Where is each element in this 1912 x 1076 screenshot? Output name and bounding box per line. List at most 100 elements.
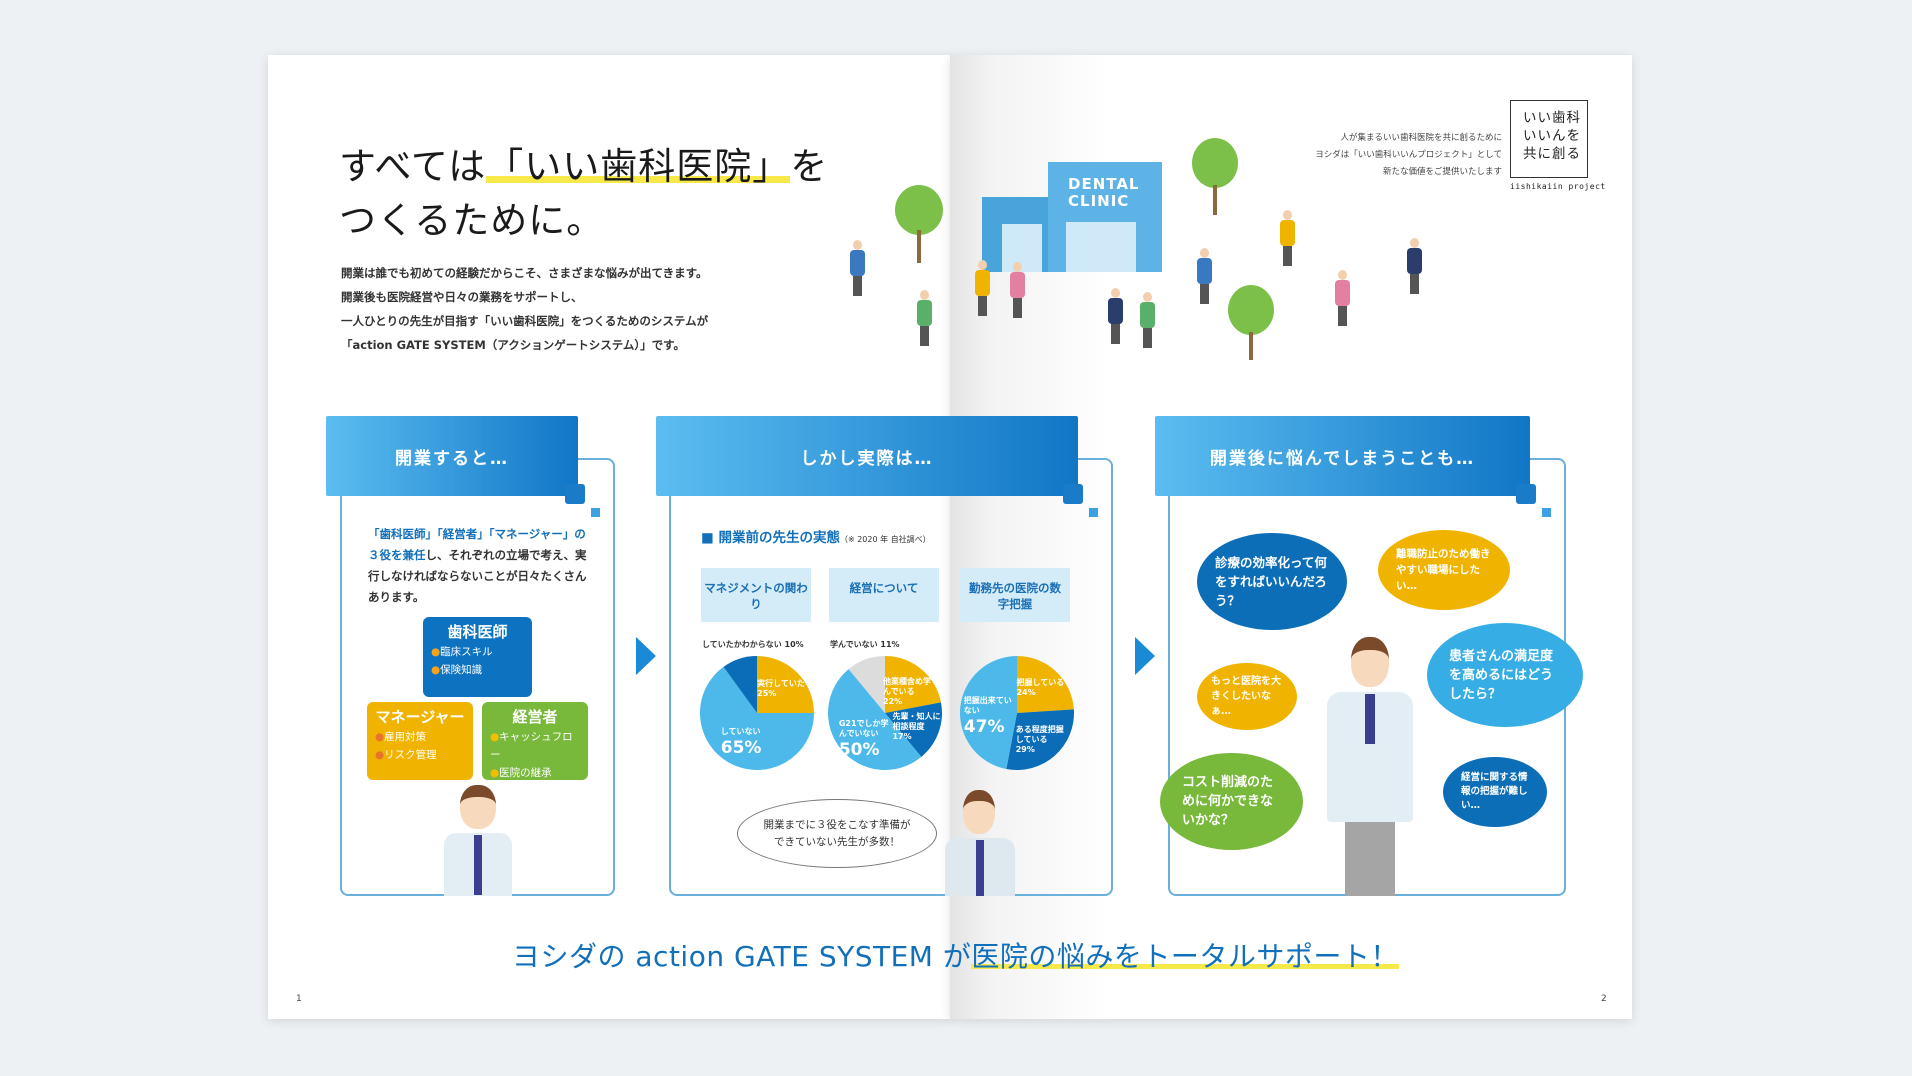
pie-label-value: 25%	[757, 688, 777, 698]
project-line: ヨシダは「いい歯科いいんプロジェクト」として	[1315, 150, 1502, 160]
worry-bubble: 診療の効率化って何をすればいいんだろう？	[1197, 533, 1347, 630]
logo-line: いいんを	[1523, 128, 1581, 144]
intro-line: 「action GATE SYSTEM（アクションゲートシステム）」です。	[341, 338, 685, 352]
pie-slice	[1006, 709, 1074, 770]
role-item: リスク管理	[384, 749, 437, 761]
logo-line: 共に創る	[1523, 146, 1581, 162]
logo-caption: iishikaiin project	[1510, 182, 1606, 191]
pie-slice	[828, 669, 922, 770]
pie-label: 学んでいない 11%	[830, 640, 900, 650]
clinic-sign-line: DENTAL	[1068, 175, 1140, 193]
role-item: 保険知識	[440, 664, 483, 676]
tree-icon	[1228, 285, 1274, 335]
clinic-sign-line: CLINIC	[1068, 192, 1130, 210]
worry-bubble: もっと医院を大きくしたいなぁ…	[1197, 663, 1297, 730]
pie-label-text: 先輩・知人に相談程度	[892, 711, 941, 731]
pie-label-value: 47%	[963, 717, 1005, 738]
pie-label-value: 24%	[1016, 688, 1036, 698]
pie-label-text: G21でしか学んでいない	[838, 718, 889, 738]
page-number: 2	[1601, 994, 1607, 1004]
role-item: キャッシュフロー	[490, 731, 573, 761]
pie-label-text: していない	[720, 726, 761, 736]
pie-slice	[757, 656, 814, 713]
role-item: 臨床スキル	[440, 646, 493, 658]
role-item: 雇用対策	[384, 731, 427, 743]
role-dentist: 歯科医師●臨床スキル●保険知識	[423, 617, 532, 697]
panel1-text: 「歯科医師」「経営者」「マネージャー」の３役を兼任し、それぞれの立場で考え、実行…	[368, 524, 590, 608]
title-text: を	[790, 145, 829, 188]
pie-label: していたかわからない 10%	[702, 640, 804, 650]
role-title: マネージャー	[375, 708, 465, 726]
pie-label-value: 17%	[892, 731, 912, 741]
intro-line: 一人ひとりの先生が目指す「いい歯科医院」をつくるためのシステムが	[341, 314, 709, 328]
role-title: 経営者	[512, 708, 558, 726]
pie-slice	[960, 656, 1017, 769]
role-manager: マネージャー●雇用対策●リスク管理	[367, 702, 473, 780]
tree-trunk	[917, 230, 921, 263]
panel1-text-rest: し、それぞれの立場で考え、実行しなければならないことが日々たくさんあります。	[368, 548, 587, 604]
pie-label-value: 65%	[720, 737, 762, 758]
pie-label-text: 学んでいない	[830, 640, 878, 649]
page-number: 1	[296, 994, 302, 1004]
doctor-illustration	[444, 785, 512, 896]
intro-line: 開業後も医院経営や日々の業務をサポートし、	[341, 290, 583, 304]
tree-icon	[895, 185, 943, 235]
pie-label-text: ある程度把握している	[1015, 724, 1064, 744]
pie-slice	[848, 656, 885, 713]
pie-label-text: 実行していた	[757, 678, 805, 688]
panel2-header: しかし実際は…	[656, 416, 1078, 496]
pie-slice	[885, 702, 942, 757]
project-logo: いい歯科 いいんを 共に創る	[1510, 100, 1588, 178]
title-line2: つくるために。	[339, 199, 605, 242]
worry-bubble: コスト削減のために何かできないかな？	[1160, 753, 1303, 850]
pie-charts	[700, 656, 1074, 770]
chart-label: 経営について	[829, 568, 939, 622]
project-text: 人が集まるいい歯科医院を共に創るために ヨシダは「いい歯科いいんプロジェクト」と…	[1315, 130, 1502, 181]
doctor-illustration	[945, 790, 1015, 896]
project-line: 新たな価値をご提供いたします	[1382, 167, 1502, 177]
speech-bubble: 開業までに３役をこなす準備ができていない先生が多数！	[737, 799, 937, 868]
pie-label-text: 他業種含め学んでいる	[882, 676, 931, 696]
tree-trunk	[1249, 332, 1253, 360]
worry-bubble: 離職防止のため働きやすい職場にしたい…	[1378, 530, 1510, 610]
pie-label-value: 10%	[781, 640, 804, 649]
panel1-text-highlight: 「歯科医師」「経営者」「マネージャー」の３役を兼任	[368, 527, 586, 562]
pie-label-text: 把握している	[1016, 678, 1065, 688]
tree-trunk	[1213, 185, 1217, 215]
pie-label-text: 把握出来ていない	[963, 696, 1012, 716]
pie-label-value: 29%	[1015, 744, 1035, 754]
panel1-header: 開業すると…	[326, 416, 578, 496]
pie-slice	[885, 656, 941, 713]
title-highlight: 「いい歯科医院」	[486, 145, 791, 188]
role-title: 歯科医師	[447, 623, 508, 641]
arrow-right-icon	[636, 637, 656, 675]
intro-line: 開業は誰でも初めての経験だからこそ、さまざまな悩みが出てきます。	[341, 266, 708, 280]
role-item: 医院の継承	[499, 767, 552, 779]
chart-label: マネジメントの関わり	[701, 568, 811, 622]
pie-slice	[700, 666, 814, 770]
tagline-text: ヨシダの action GATE SYSTEM が	[512, 940, 972, 973]
pie-label-value: 22%	[882, 696, 903, 706]
worry-bubble: 患者さんの満足度を高めるにはどうしたら？	[1427, 623, 1583, 727]
survey-heading: ■ 開業前の先生の実態（※ 2020 年 自社調べ）	[701, 526, 931, 546]
intro-text: 開業は誰でも初めての経験だからこそ、さまざまな悩みが出てきます。 開業後も医院経…	[341, 261, 708, 357]
tagline: ヨシダの action GATE SYSTEM が医院の悩みをトータルサポート！	[512, 935, 1399, 975]
bubble-line: できていない先生が多数！	[774, 835, 900, 848]
pie-label-text: していたかわからない	[702, 640, 782, 649]
survey-note: （※ 2020 年 自社調べ）	[839, 535, 931, 544]
pie-slice	[1017, 656, 1074, 713]
pie-label-value: 50%	[838, 739, 880, 760]
title-text: すべては	[339, 145, 487, 188]
page-title: すべては「いい歯科医院」を つくるために。	[339, 140, 828, 248]
survey-title: ■ 開業前の先生の実態	[701, 530, 840, 546]
arrow-right-icon	[1135, 637, 1155, 675]
